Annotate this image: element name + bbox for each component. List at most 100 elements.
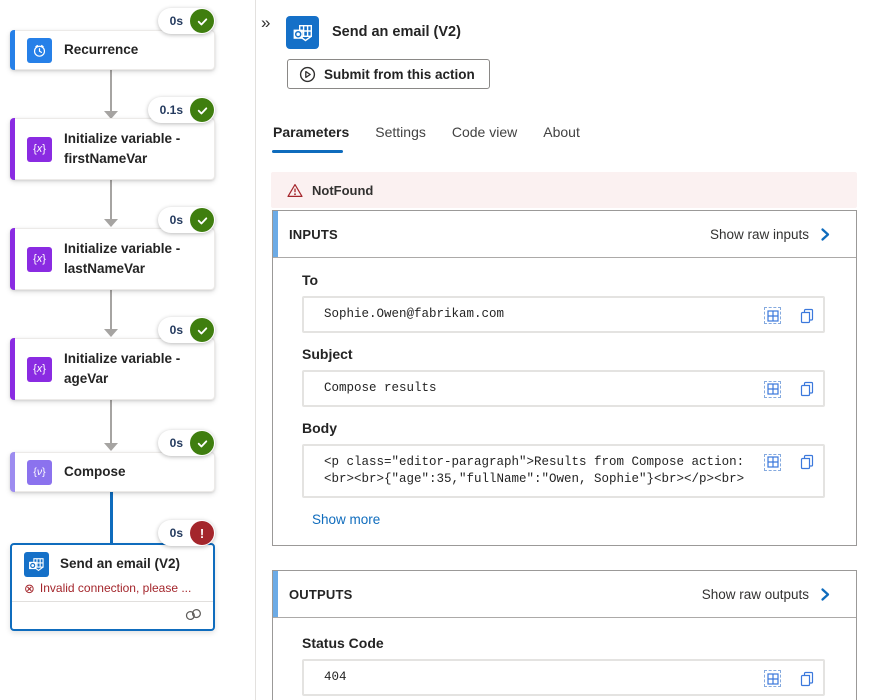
subject-label: Subject [302, 345, 353, 362]
body-field: <p class="editor-paragraph">Results from… [302, 443, 825, 498]
status-code-label: Status Code [302, 635, 384, 651]
dynamic-content-grid-icon[interactable] [764, 380, 781, 398]
to-value: Sophie.Owen@fabrikam.com [324, 307, 505, 321]
variable-icon: {x} [27, 246, 52, 272]
connector-arrow-icon [104, 329, 118, 337]
chevron-right-icon [821, 227, 830, 241]
connection-rings-icon [185, 609, 201, 621]
inputs-accent-bar [273, 211, 278, 257]
show-more-link[interactable]: Show more [312, 511, 381, 527]
inputs-card: INPUTS Show raw inputs To Sophie.Owen@fa… [272, 210, 857, 546]
node-accent-bar [10, 118, 15, 180]
node-title: Initialize variable - ageVar [64, 350, 181, 386]
inputs-header: INPUTS Show raw inputs [273, 211, 856, 258]
error-exclamation-icon: ! [190, 521, 214, 545]
node-accent-bar [10, 228, 15, 290]
error-banner-text: NotFound [312, 182, 374, 198]
dynamic-content-grid-icon[interactable] [764, 670, 781, 687]
dynamic-content-grid-icon[interactable] [764, 453, 781, 471]
node-accent-bar [10, 452, 15, 492]
resubmit-play-icon [299, 66, 316, 82]
node-accent-bar [10, 338, 15, 400]
status-code-field: 404 [302, 659, 825, 696]
tab-code-view[interactable]: Code view [451, 124, 518, 140]
success-check-icon [190, 9, 214, 33]
connector [110, 400, 112, 444]
error-circle-x-icon: ⊗ [24, 580, 35, 596]
status-badge: 0.1s [147, 97, 215, 123]
inputs-heading: INPUTS [289, 226, 338, 242]
node-title: Send an email (V2) [60, 556, 181, 572]
outputs-heading: OUTPUTS [289, 586, 353, 602]
outputs-header: OUTPUTS Show raw outputs [273, 571, 856, 618]
connector [110, 290, 112, 330]
node-initialize-firstnamevar[interactable]: {x} Initialize variable - firstNameVar [10, 118, 215, 180]
node-accent-bar [10, 30, 15, 70]
recurrence-clock-icon [27, 37, 52, 63]
status-badge: 0s [157, 207, 215, 233]
to-label: To [302, 272, 319, 288]
success-check-icon [190, 318, 214, 342]
duration-label: 0.1s [159, 103, 183, 117]
copy-icon[interactable] [799, 381, 815, 397]
duration-label: 0s [169, 526, 183, 540]
tab-bar: Parameters Settings Code view About [273, 124, 580, 149]
node-initialize-agevar[interactable]: {x} Initialize variable - ageVar [10, 338, 215, 400]
outlook-icon [24, 552, 49, 577]
dynamic-content-grid-icon[interactable] [764, 307, 781, 324]
node-send-email[interactable]: Send an email (V2) ⊗ Invalid connection,… [10, 543, 215, 631]
show-raw-inputs-link[interactable]: Show raw inputs [710, 211, 832, 257]
success-check-icon [190, 208, 214, 232]
warning-triangle-icon [287, 183, 303, 197]
subject-field: Compose results [302, 369, 825, 407]
variable-icon: {x} [27, 136, 52, 162]
collapse-panel-icon[interactable]: » [261, 13, 271, 32]
node-footer [12, 601, 213, 627]
success-check-icon [190, 98, 214, 122]
show-raw-outputs-link[interactable]: Show raw outputs [702, 571, 832, 617]
duration-label: 0s [169, 213, 183, 227]
body-value: <p class="editor-paragraph">Results from… [324, 454, 745, 486]
connector-arrow-icon [104, 111, 118, 119]
duration-label: 0s [169, 14, 183, 28]
subject-value: Compose results [324, 380, 437, 395]
status-badge: 0s [157, 430, 215, 456]
success-check-icon [190, 431, 214, 455]
compose-icon: {ν} [27, 459, 52, 485]
connector [110, 70, 112, 112]
error-banner: NotFound [271, 172, 857, 208]
status-badge: 0s ! [157, 520, 215, 546]
connector-arrow-icon [104, 443, 118, 451]
copy-icon[interactable] [799, 671, 815, 687]
active-tab-underline [272, 150, 343, 153]
node-title: Recurrence [64, 41, 139, 57]
node-recurrence[interactable]: Recurrence [10, 30, 215, 70]
duration-label: 0s [169, 436, 183, 450]
connector-arrow-icon [104, 219, 118, 227]
body-label: Body [302, 419, 337, 436]
node-title: Initialize variable - lastNameVar [64, 240, 181, 276]
node-compose[interactable]: {ν} Compose [10, 452, 215, 492]
duration-label: 0s [169, 323, 183, 337]
to-field: Sophie.Owen@fabrikam.com [302, 296, 825, 333]
node-error-message: ⊗ Invalid connection, please ... [24, 580, 192, 596]
node-initialize-lastnamevar[interactable]: {x} Initialize variable - lastNameVar [10, 228, 215, 290]
submit-from-action-button[interactable]: Submit from this action [287, 59, 490, 89]
outputs-card: OUTPUTS Show raw outputs Status Code 404 [272, 570, 857, 700]
outlook-icon [286, 16, 319, 49]
status-badge: 0s [157, 8, 215, 34]
panel-title: Send an email (V2) [332, 24, 461, 40]
chevron-right-icon [821, 587, 830, 601]
flow-canvas: Recurrence 0s {x} Initialize variable - … [0, 0, 255, 700]
tab-settings[interactable]: Settings [375, 124, 426, 140]
tab-about[interactable]: About [543, 124, 580, 140]
node-title: Initialize variable - firstNameVar [64, 130, 181, 166]
connector [110, 180, 112, 220]
outputs-accent-bar [273, 571, 278, 617]
copy-icon[interactable] [799, 308, 815, 324]
tab-parameters[interactable]: Parameters [273, 124, 350, 140]
copy-icon[interactable] [799, 454, 815, 470]
status-code-value: 404 [324, 670, 347, 684]
variable-icon: {x} [27, 356, 52, 382]
